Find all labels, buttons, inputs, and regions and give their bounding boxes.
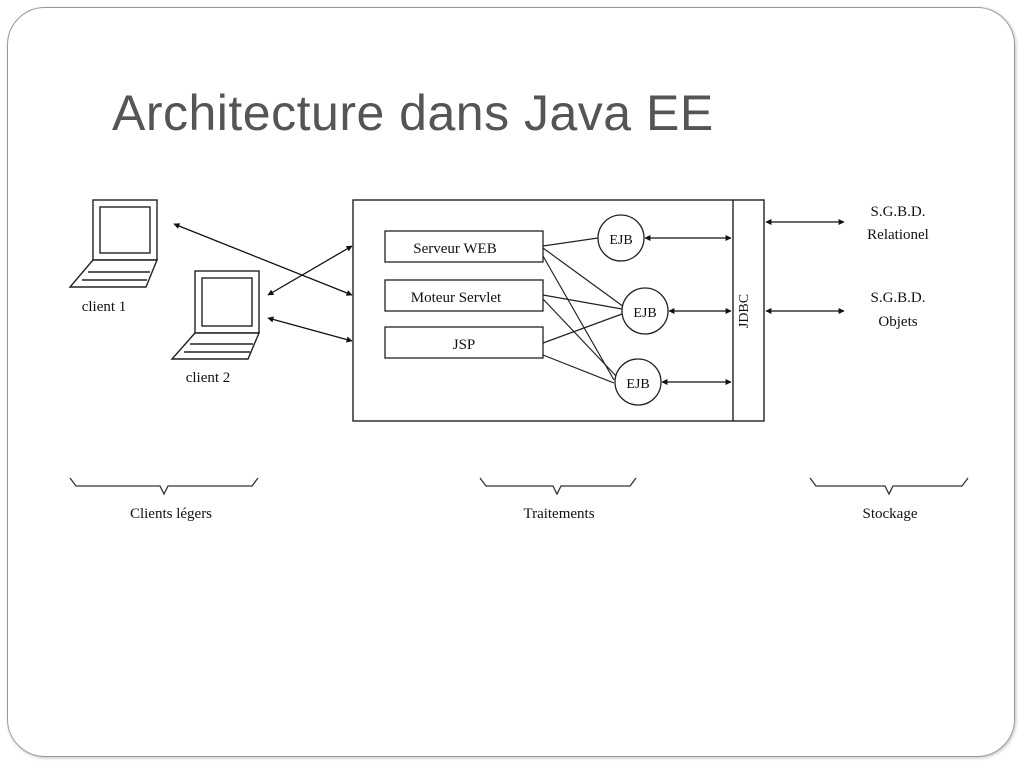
serveur-web-label: Serveur WEB (413, 241, 496, 257)
component-ejb-connections (542, 237, 625, 384)
ejb-3-label: EJB (626, 377, 649, 392)
tier-stockage-label: Stockage (863, 506, 918, 522)
serveur-web-box (384, 230, 544, 263)
arrow-client2-server-upper (267, 245, 353, 296)
tier-clients-legers-label: Clients légers (130, 506, 212, 522)
moteur-servlet-box (384, 279, 544, 312)
sgbd-relationel-line1: S.G.B.D. (870, 204, 925, 220)
slide-title: Architecture dans Java EE (112, 85, 714, 141)
client-1-laptop-icon (68, 199, 159, 288)
sgbd-objets-line2: Objets (878, 314, 917, 330)
arrow-client2-server-lower (267, 316, 353, 343)
sgbd-relationel-line2: Relationel (867, 227, 929, 243)
ejb-2-node (621, 287, 669, 335)
ejb-3-node (614, 358, 662, 406)
ejb-1-node (597, 214, 645, 262)
client-2-laptop-icon (170, 270, 261, 360)
server-container (352, 199, 765, 422)
brace-stockage (809, 477, 969, 496)
jsp-label: JSP (453, 337, 476, 353)
arrow-client1-server (173, 223, 353, 296)
ejb-2-label: EJB (633, 306, 656, 321)
brace-clients-legers (69, 477, 259, 496)
brace-traitements (479, 477, 637, 496)
slide-frame (7, 7, 1015, 757)
client-2-label: client 2 (186, 370, 231, 386)
ejb-1-label: EJB (609, 233, 632, 248)
sgbd-objets-line1: S.G.B.D. (870, 290, 925, 306)
client-1-label: client 1 (82, 299, 127, 315)
moteur-servlet-label: Moteur Servlet (411, 290, 502, 306)
jdbc-label: JDBC (737, 294, 752, 328)
tier-traitements-label: Traitements (523, 506, 594, 522)
